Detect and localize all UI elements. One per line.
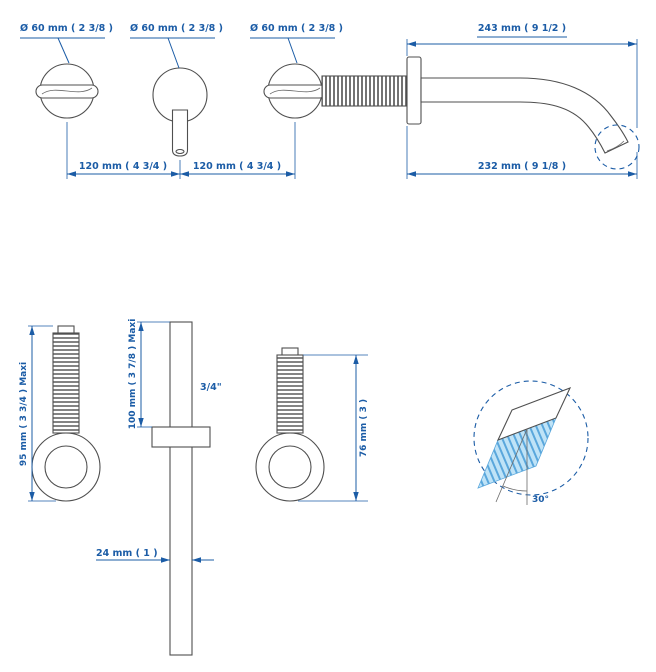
left-handle-ring-outer <box>31 432 101 502</box>
dim-right-handle-height: 76 mm ( 3 ) <box>359 399 369 457</box>
dim-riser-height: 100 mm ( 3 7/8 ) Maxi <box>128 319 138 430</box>
spout-wall-plate <box>406 56 422 125</box>
spout-curved-tube <box>420 77 629 154</box>
dim-diameter-2: Ø 60 mm ( 2 3/8 ) <box>130 23 223 34</box>
right-lever-twist-line <box>269 87 321 95</box>
spout-tip-section <box>496 387 572 441</box>
right-handle-ring-inner <box>268 445 312 489</box>
dim-diameter-1-leader <box>57 37 70 64</box>
spout-front-outlet <box>175 148 185 155</box>
left-lever-twist-line <box>41 87 93 95</box>
spray-detail: 30° <box>473 380 589 505</box>
spout-riser-side <box>151 321 211 656</box>
dim-diameter-2-leader <box>167 37 180 69</box>
dim-spout-length: 243 mm ( 9 1/2 ) <box>478 23 566 34</box>
right-lever <box>263 84 327 99</box>
dim-diameter-3: Ø 60 mm ( 2 3/8 ) <box>250 23 343 34</box>
detail-callout-circle <box>473 380 589 496</box>
spout-riser-flange <box>151 426 211 448</box>
spray-axis-line <box>495 428 528 503</box>
angle-arc <box>502 485 528 492</box>
dim-spray-angle: 30° <box>532 495 549 505</box>
left-handle-ring-inner <box>44 445 88 489</box>
front-view <box>35 56 640 170</box>
spout-riser-pipe <box>169 321 193 656</box>
dim-pipe-diameter: 24 mm ( 1 ) <box>96 548 158 559</box>
right-handle-front <box>263 63 327 119</box>
spout-side-view <box>321 56 640 170</box>
right-handle-side <box>255 347 325 502</box>
dim-spout-reach: 232 mm ( 9 1/8 ) <box>478 161 566 172</box>
dim-thread-size: 3/4" <box>200 382 222 393</box>
dimensions-side: 95 mm ( 3 3/4 ) Maxi 100 mm ( 3 7/8 ) Ma… <box>19 319 369 563</box>
left-handle-front <box>35 63 99 119</box>
dim-diameter-1: Ø 60 mm ( 2 3/8 ) <box>20 23 113 34</box>
right-handle-grip <box>276 354 304 434</box>
dim-diameter-3-leader <box>287 37 298 64</box>
spout-tip-detail-callout <box>594 124 640 170</box>
right-handle-ring-outer <box>255 432 325 502</box>
spout-threaded-connector <box>321 75 408 107</box>
left-handle-grip <box>52 332 80 434</box>
spout-tip-rim <box>606 140 625 152</box>
left-handle-side <box>31 325 101 502</box>
spout-front <box>152 67 208 157</box>
side-view <box>31 321 325 656</box>
dim-spacing-right: 120 mm ( 4 3/4 ) <box>193 161 281 172</box>
dim-spacing-left: 120 mm ( 4 3/4 ) <box>79 161 167 172</box>
dim-left-handle-height: 95 mm ( 3 3/4 ) Maxi <box>19 362 29 466</box>
left-lever <box>35 84 99 99</box>
spout-front-tube <box>171 109 189 157</box>
dimensions-top: Ø 60 mm ( 2 3/8 ) Ø 60 mm ( 2 3/8 ) Ø 60… <box>20 23 638 179</box>
